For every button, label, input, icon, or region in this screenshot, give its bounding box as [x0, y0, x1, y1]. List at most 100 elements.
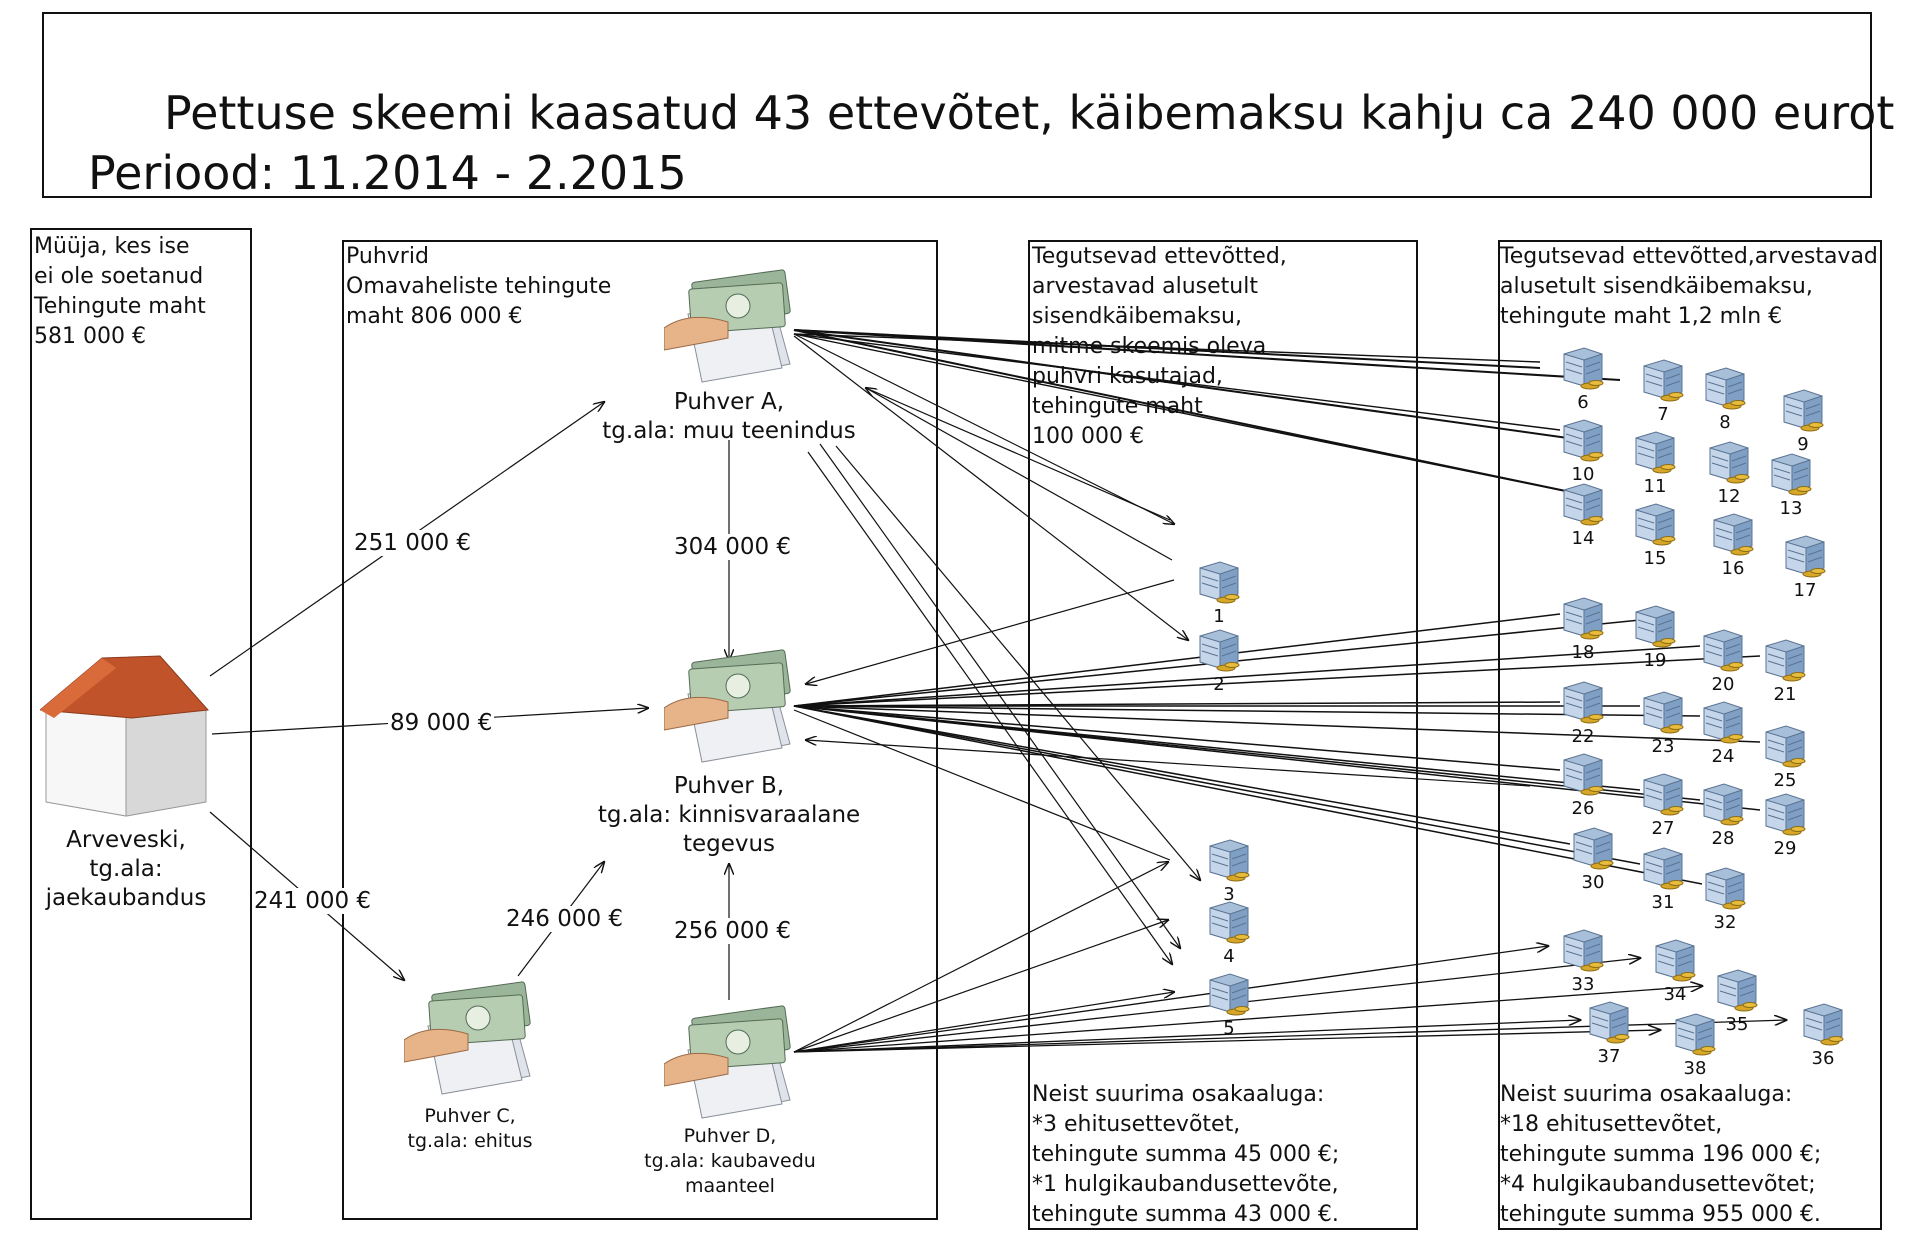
- middle-companies-box: [1028, 240, 1418, 1230]
- connection-line: [793, 645, 1701, 707]
- building-icon: [1199, 629, 1240, 672]
- connection-line: [793, 946, 1548, 1053]
- buffer-a-label: Puhver A, tg.ala: muu teenindus: [602, 389, 856, 444]
- building-icon: [1563, 681, 1604, 724]
- right-company-32: 32: [1702, 866, 1748, 933]
- building-icon: [1643, 359, 1684, 402]
- connection-line: [806, 740, 1531, 787]
- right-company-23: 23: [1640, 690, 1686, 757]
- company-number: 20: [1711, 674, 1735, 695]
- building-icon: [1563, 347, 1604, 390]
- connection-line: [835, 445, 1200, 880]
- building-icon: [1635, 431, 1676, 474]
- right-company-12: 12: [1706, 440, 1752, 507]
- connection-line: [793, 329, 1583, 441]
- company-number: 32: [1713, 912, 1737, 933]
- amount-c-to-b: 246 000 €: [504, 906, 626, 932]
- company-number: 37: [1597, 1046, 1621, 1067]
- company-number: 10: [1571, 464, 1595, 485]
- buffer-d-label: Puhver D, tg.ala: kaubavedu maanteel: [644, 1125, 816, 1197]
- right-company-35: 35: [1714, 968, 1760, 1035]
- company-number: 21: [1773, 684, 1797, 705]
- company-number: 27: [1651, 818, 1675, 839]
- buffers-box: [342, 240, 938, 1220]
- right-company-9: 9: [1780, 388, 1826, 455]
- connection-line: [793, 709, 1171, 861]
- company-number: 17: [1793, 580, 1817, 601]
- buffers-box-text: Puhvrid Omavaheliste tehingute maht 806 …: [346, 244, 612, 329]
- connection-line: [793, 329, 1541, 369]
- building-icon: [1785, 535, 1826, 578]
- connection-line: [793, 986, 1702, 1053]
- building-icon: [1563, 597, 1604, 640]
- company-number: 29: [1773, 838, 1797, 859]
- connection-line: [793, 862, 1168, 1053]
- right-company-16: 16: [1710, 512, 1756, 579]
- connection-line: [793, 655, 1761, 707]
- building-icon: [1643, 691, 1684, 734]
- seller-label: Arveveski, tg.ala: jaekaubandus: [45, 827, 207, 911]
- company-number: 12: [1717, 486, 1741, 507]
- right-box-header: Tegutsevad ettevõtted,arvestavad alusetu…: [1500, 244, 1878, 329]
- middle-company-5: 5: [1206, 972, 1252, 1039]
- right-company-8: 8: [1702, 366, 1748, 433]
- building-icon: [1705, 367, 1746, 410]
- building-icon: [1713, 513, 1754, 556]
- building-icon: [1709, 441, 1750, 484]
- middle-box-footer: Neist suurima osakaaluga: *3 ehitusettev…: [1032, 1082, 1340, 1227]
- buffer-c-label: Puhver C, tg.ala: ehitus: [407, 1105, 533, 1152]
- right-company-38: 38: [1672, 1012, 1718, 1079]
- company-number: 38: [1683, 1058, 1707, 1079]
- right-box-footer: Neist suurima osakaaluga: *18 ehitusette…: [1500, 1082, 1822, 1227]
- company-number: 8: [1719, 412, 1731, 433]
- company-number: 5: [1223, 1018, 1235, 1039]
- right-company-13: 13: [1768, 452, 1814, 519]
- company-number: 33: [1571, 974, 1595, 995]
- seller-box-text: Müüja, kes ise ei ole soetanud Tehingute…: [34, 234, 206, 349]
- building-icon: [1765, 639, 1806, 682]
- right-company-7: 7: [1640, 358, 1686, 425]
- building-icon: [1765, 793, 1806, 836]
- right-company-30: 30: [1570, 826, 1616, 893]
- middle-box-header: Tegutsevad ettevõtted, arvestavad aluset…: [1032, 244, 1287, 449]
- right-companies-box: [1498, 240, 1882, 1230]
- connection-line: [793, 992, 1174, 1053]
- right-company-17: 17: [1782, 534, 1828, 601]
- connection-line: [793, 705, 1701, 717]
- right-company-11: 11: [1632, 430, 1678, 497]
- right-company-18: 18: [1560, 596, 1606, 663]
- building-icon: [1771, 453, 1812, 496]
- connection-line: [793, 333, 1174, 524]
- title-box: Pettuse skeemi kaasatud 43 ettevõtet, kä…: [42, 12, 1894, 200]
- right-company-27: 27: [1640, 772, 1686, 839]
- right-company-28: 28: [1700, 782, 1746, 849]
- connection-line: [793, 613, 1561, 707]
- right-company-21: 21: [1762, 638, 1808, 705]
- money-icon: [664, 269, 791, 383]
- middle-company-1: 1: [1196, 560, 1242, 627]
- house-icon: [40, 655, 210, 817]
- company-number: 7: [1657, 404, 1669, 425]
- company-number: 35: [1725, 1014, 1749, 1035]
- building-icon: [1643, 773, 1684, 816]
- company-number: 1: [1213, 606, 1225, 627]
- right-company-14: 14: [1560, 482, 1606, 549]
- company-number: 25: [1773, 770, 1797, 791]
- company-number: 4: [1223, 946, 1235, 967]
- connection-line: [866, 388, 1173, 561]
- company-number: 15: [1643, 548, 1667, 569]
- connection-line: [793, 333, 1561, 491]
- building-icon: [1703, 701, 1744, 744]
- amount-seller-to-b: 89 000 €: [388, 710, 495, 736]
- company-number: 31: [1651, 892, 1675, 913]
- diagram-title: Pettuse skeemi kaasatud 43 ettevõtet, kä…: [164, 86, 1895, 140]
- amount-seller-to-a: 251 000 €: [352, 530, 474, 556]
- company-number: 9: [1797, 434, 1809, 455]
- building-icon: [1643, 847, 1684, 890]
- company-number: 19: [1643, 650, 1667, 671]
- building-icon: [1563, 419, 1604, 462]
- connection-line: [806, 579, 1175, 684]
- connection-line: [793, 1030, 1660, 1053]
- building-icon: [1703, 629, 1744, 672]
- building-icon: [1635, 605, 1676, 648]
